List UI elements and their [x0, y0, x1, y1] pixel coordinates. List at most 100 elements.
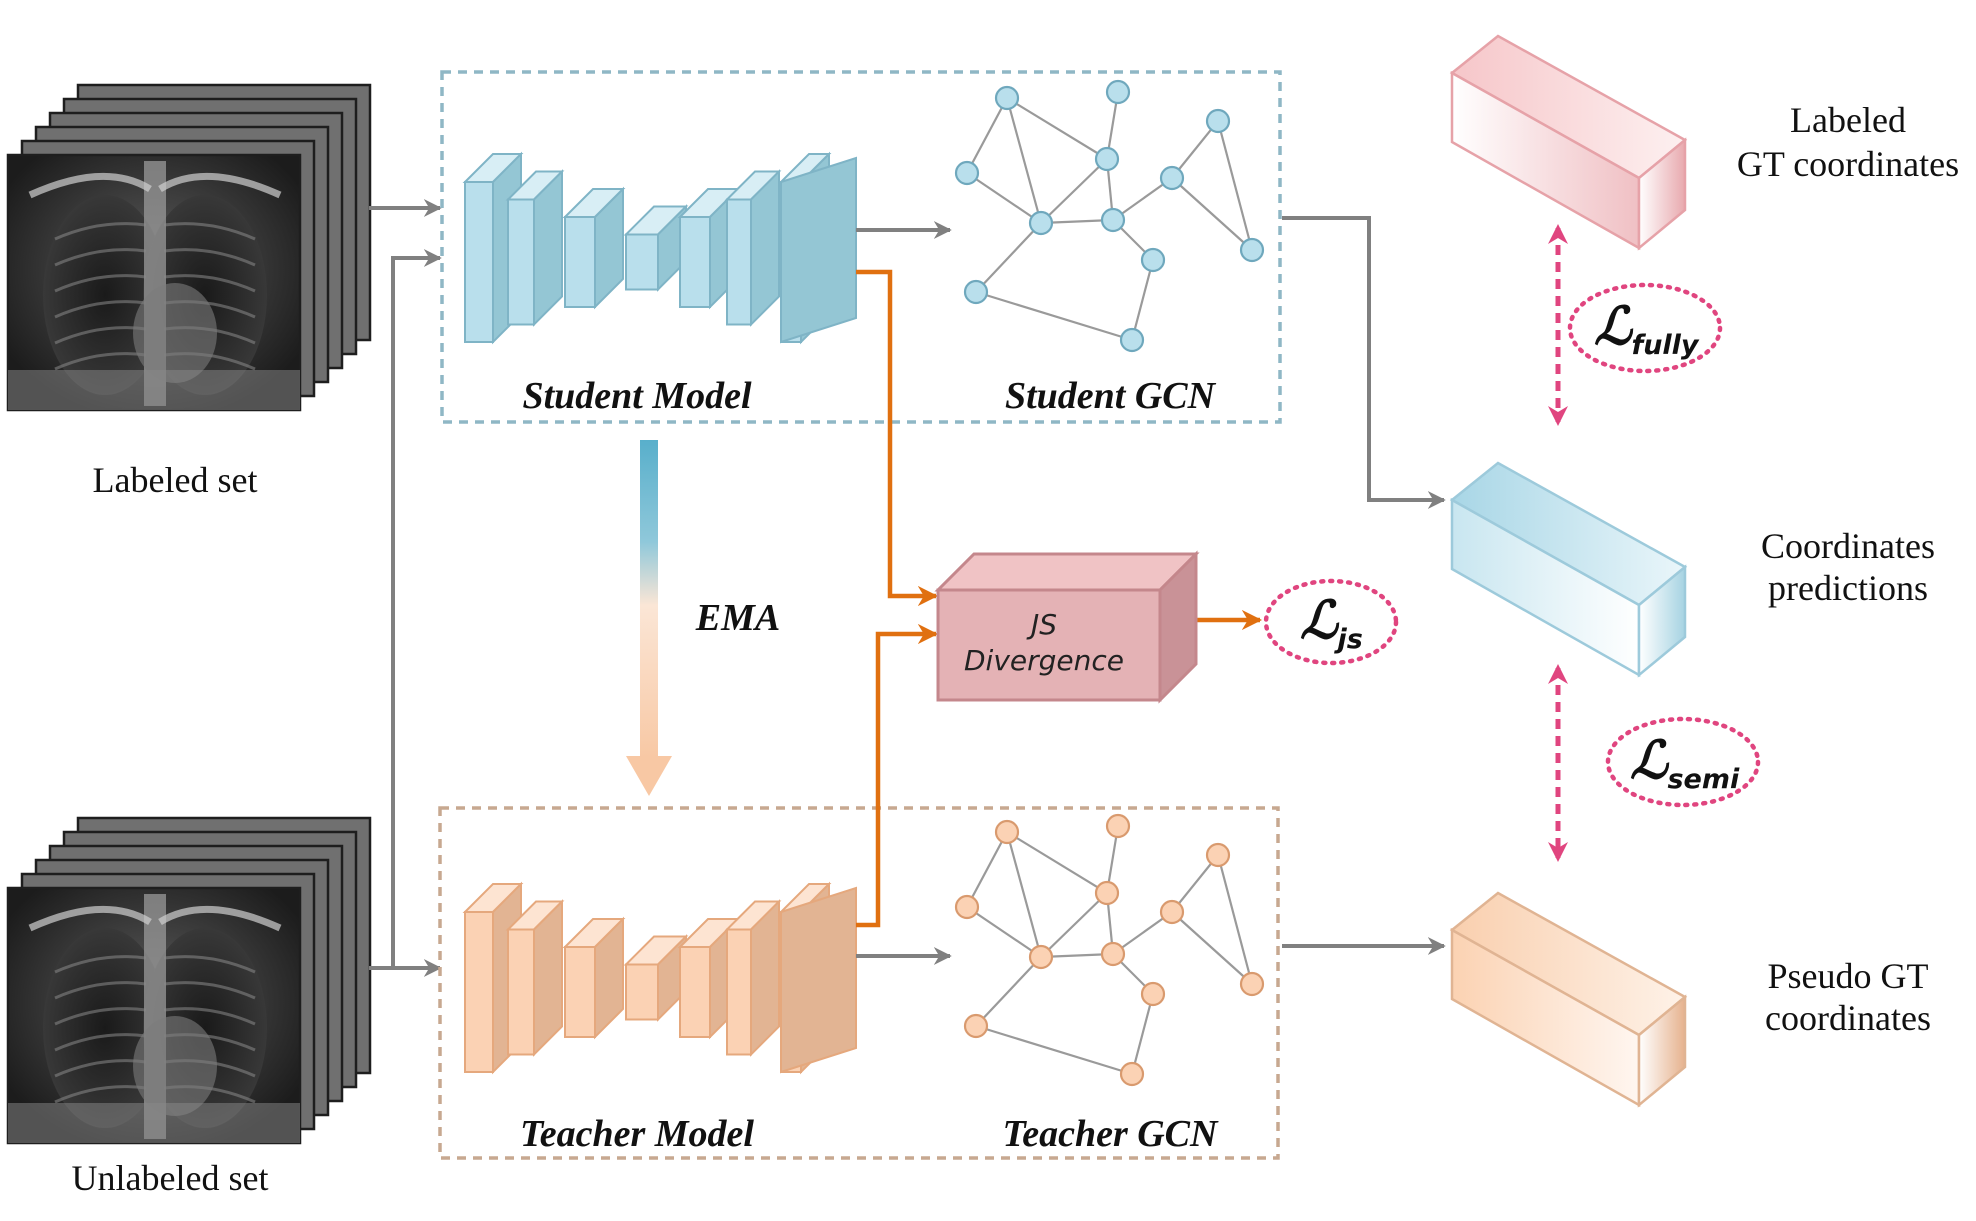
- fully-loss-ellipse: [1567, 282, 1723, 374]
- gcn-node: [1205, 842, 1231, 868]
- rib: [163, 981, 256, 1000]
- network-layer-block: [623, 934, 689, 1022]
- rib: [54, 1033, 147, 1052]
- xray-image: [6, 153, 302, 412]
- teacher-gcn-graph: [954, 813, 1265, 1087]
- network-layer-block: [562, 916, 626, 1040]
- gcn-edge: [1040, 892, 1108, 958]
- gcn-node: [1140, 981, 1166, 1007]
- network-layer-block: [623, 204, 689, 292]
- gcn-nodes: [954, 813, 1265, 1087]
- gcn-node: [1205, 108, 1231, 134]
- js-loss-subscript: js: [1333, 624, 1362, 655]
- student-gcn-to-predictions-arrow: [1282, 216, 1446, 509]
- gcn-edge: [1005, 831, 1043, 958]
- fully-loss-subscript: fully: [1631, 330, 1699, 361]
- rib: [54, 981, 147, 1000]
- js-loss: ℒjs: [1263, 578, 1399, 666]
- layer-front-face: [625, 233, 659, 291]
- gcn-node: [1094, 146, 1120, 172]
- gcn-edge: [975, 956, 1042, 1027]
- rib: [163, 222, 256, 241]
- unlabeled-set-label: Unlabeled set: [72, 1158, 269, 1198]
- gcn-node: [1105, 813, 1131, 839]
- student-module-box: [440, 70, 1282, 424]
- teacher-model-label: Teacher Model: [520, 1113, 754, 1155]
- svg-text:ℒjs: ℒjs: [1300, 593, 1363, 655]
- gcn-edge: [1171, 911, 1253, 985]
- student-model-label: Student Model: [522, 375, 752, 417]
- teacher-encoder-decoder: [462, 881, 857, 1075]
- layer-front-face: [679, 946, 711, 1038]
- gcn-node: [994, 819, 1020, 845]
- labeled-image-stack: [6, 83, 372, 412]
- rib: [54, 248, 147, 267]
- gcn-node: [1105, 79, 1131, 105]
- labeled-set-label: Labeled set: [93, 460, 258, 500]
- gcn-node: [954, 894, 980, 920]
- gcn-node: [994, 85, 1020, 111]
- predictions-cuboid: [1449, 461, 1688, 678]
- js-divergence-label-line1: JS: [1026, 608, 1057, 641]
- layer-front-face: [625, 963, 659, 1021]
- layer-front-face: [507, 198, 535, 326]
- pseudo-gt-cuboid: [1449, 891, 1688, 1108]
- output-block-face: [780, 886, 857, 1074]
- labeled-gt-label-line2: GT coordinates: [1737, 144, 1959, 184]
- layer-side-face: [533, 899, 563, 1057]
- rib: [163, 955, 256, 974]
- heart-shadow: [133, 1016, 217, 1116]
- gcn-node: [1159, 899, 1185, 925]
- network-layer-block: [505, 899, 565, 1057]
- rib: [54, 300, 147, 319]
- gcn-edge: [1171, 854, 1219, 913]
- gcn-edge: [1216, 854, 1254, 985]
- teacher-features-to-js-arrow: [856, 623, 939, 928]
- labeled-gt-label-line1: Labeled: [1790, 100, 1906, 140]
- gcn-edges: [966, 825, 1254, 1076]
- predictions-label-line2: predictions: [1768, 568, 1928, 608]
- student-features-to-js-arrow: [856, 269, 939, 607]
- student-encoder-decoder: [462, 151, 857, 345]
- gcn-edge: [966, 906, 1042, 958]
- gcn-edge: [1216, 120, 1254, 251]
- semi-loss: ℒsemi: [1605, 716, 1761, 808]
- network-layer-block: [724, 169, 782, 327]
- gcn-edge: [966, 831, 1008, 908]
- clavicles: [28, 905, 282, 932]
- predictions-label-line1: Coordinates: [1761, 526, 1935, 566]
- network-output-block: [780, 886, 857, 1074]
- pseudo-gt-label-line2: coordinates: [1765, 998, 1931, 1038]
- teacher-module-box: [438, 806, 1280, 1160]
- layer-side-face: [533, 169, 563, 327]
- gcn-node: [1028, 944, 1054, 970]
- gcn-node: [954, 160, 980, 186]
- gcn-node: [1239, 971, 1265, 997]
- clavicles: [28, 172, 282, 199]
- rib: [54, 274, 147, 293]
- semi-loss-subscript: semi: [1667, 764, 1740, 795]
- js-divergence-box: [934, 550, 1200, 704]
- unlabeled-image-stack: [6, 816, 372, 1145]
- js-loss-symbol: ℒ: [1300, 593, 1340, 650]
- fully-loss-symbol: ℒ: [1594, 299, 1634, 356]
- gcn-node: [1094, 880, 1120, 906]
- js-loss-ellipse: [1263, 578, 1399, 666]
- labeled-gt-cuboid: [1449, 34, 1688, 251]
- semi-loss-symbol: ℒ: [1630, 733, 1670, 790]
- layer-front-face: [464, 181, 494, 343]
- output-block-face: [780, 156, 857, 344]
- gcn-edge: [975, 1024, 1133, 1076]
- gcn-node: [1239, 237, 1265, 263]
- gcn-nodes: [954, 79, 1265, 353]
- diaphragm: [8, 370, 300, 410]
- gcn-node: [1119, 1061, 1145, 1087]
- rib: [54, 1007, 147, 1026]
- gcn-node: [1100, 207, 1126, 233]
- svg-text:ℒfully: ℒfully: [1594, 299, 1700, 361]
- fully-loss: ℒfully: [1567, 282, 1723, 374]
- network-output-block: [780, 156, 857, 344]
- gcn-edge: [1040, 158, 1108, 224]
